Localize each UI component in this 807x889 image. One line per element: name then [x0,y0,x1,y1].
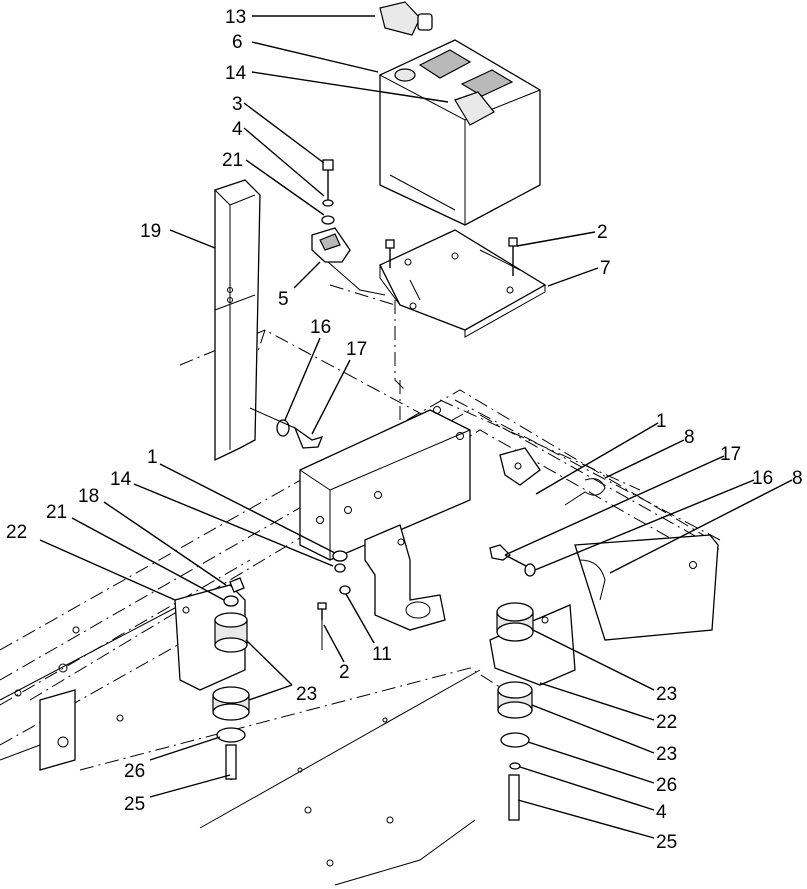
callout-26: 26 [656,775,677,796]
callout-1: 1 [147,447,158,468]
right-isolators [496,602,534,821]
callout-17: 17 [720,444,741,465]
callout-8: 8 [684,427,695,448]
callout-25: 25 [124,794,145,815]
center-frame [299,406,471,561]
cable-clip [564,478,606,601]
callout-14: 14 [225,63,247,84]
callout-4: 4 [232,119,243,140]
right-mount-bracket [489,604,576,686]
callout-7: 7 [600,258,611,279]
center-l-bracket [364,524,446,631]
callout-2: 2 [597,222,608,243]
callout-23: 23 [656,684,677,705]
callout-4: 4 [656,802,667,823]
callout-21: 21 [46,502,67,523]
callout-22: 22 [656,712,677,733]
callout-17: 17 [346,339,367,360]
callout-16: 16 [752,468,773,489]
callout-5: 5 [278,289,289,310]
callout-6: 6 [232,32,243,53]
battery [379,39,541,226]
callout-3: 3 [232,94,243,115]
callout-13: 13 [225,7,246,28]
callout-23: 23 [656,744,677,765]
callout-8: 8 [792,468,803,489]
center-hardware [317,550,351,650]
left-isolators [212,612,250,780]
callout-16: 16 [310,317,331,338]
terminal-cover-battery [454,91,495,126]
callout-21: 21 [222,150,243,171]
callout-25: 25 [656,832,677,853]
callout-1: 1 [656,411,667,432]
right-frame-plate [499,447,719,641]
right-bolt [489,544,536,577]
callout-labels: 13 6 14 3 4 21 19 2 7 5 16 17 1 8 17 16 … [6,7,803,853]
callout-14: 14 [110,469,132,490]
tray-bolts [385,237,518,276]
hold-down-clamp [311,159,386,296]
callout-19: 19 [140,221,161,242]
callout-18: 18 [78,486,99,507]
callout-11: 11 [372,644,392,665]
leader-lines [39,15,793,839]
terminal-cover-top [379,1,433,36]
left-frame-rail [0,599,191,771]
bracket-bolt [249,407,324,449]
callout-2: 2 [339,662,350,683]
callout-26: 26 [124,761,145,782]
left-mount-bracket [174,577,246,691]
callout-23: 23 [296,684,317,705]
callout-22: 22 [6,522,27,543]
support-bracket [214,179,261,462]
